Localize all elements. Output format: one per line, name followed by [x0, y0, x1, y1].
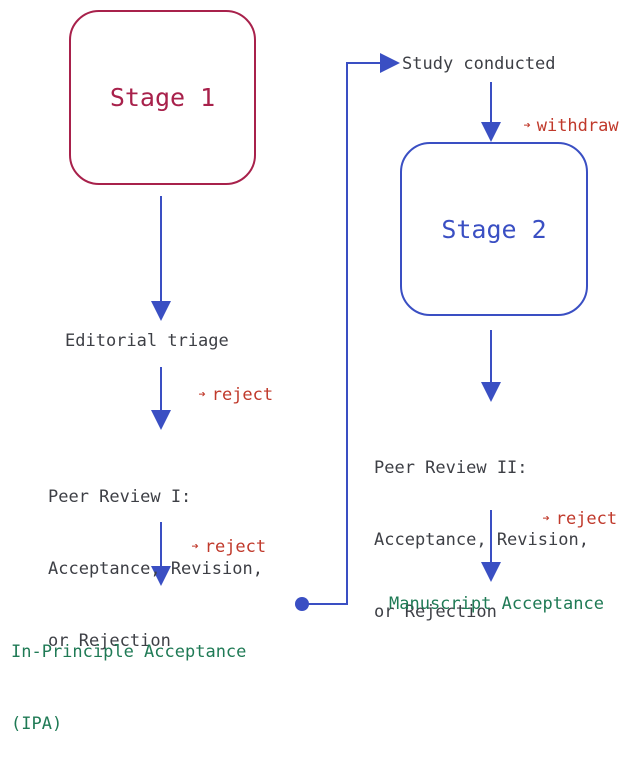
- stage-2-label: Stage 2: [441, 214, 547, 244]
- reject-review-1-label: reject: [204, 537, 267, 557]
- peer-review-2-line-3: or Rejection: [374, 602, 497, 622]
- small-arrow-icon: ➔: [542, 511, 550, 525]
- arrow-ipa-to-study: [302, 53, 400, 605]
- study-conducted-label: Study conducted: [402, 54, 556, 74]
- peer-review-2-label: Peer Review II: Acceptance, Revision, or…: [374, 408, 589, 648]
- small-arrow-icon: ➔: [191, 539, 199, 553]
- stage-2-box: Stage 2: [400, 142, 588, 316]
- reject-review-1: ➔ reject: [171, 510, 266, 559]
- peer-review-1-line-1: Peer Review I:: [48, 487, 192, 507]
- editorial-triage-label: Editorial triage: [65, 331, 229, 351]
- reject-review-2: ➔ reject: [522, 482, 617, 531]
- stage-1-label: Stage 1: [109, 83, 216, 112]
- manuscript-acceptance-label: Manuscript Acceptance: [389, 594, 604, 614]
- reject-review-2-label: reject: [555, 509, 618, 529]
- stage-1-box: Stage 1: [69, 10, 256, 185]
- small-arrow-icon: ➔: [523, 118, 531, 132]
- connector-layer: [151, 53, 501, 611]
- peer-review-1-line-3: or Rejection: [48, 631, 171, 651]
- withdraw: ➔ withdraw: [503, 89, 619, 138]
- small-arrow-icon: ➔: [198, 387, 206, 401]
- ipa-line-1: In-Principle Acceptance: [11, 642, 247, 662]
- peer-review-2-line-1: Peer Review II:: [374, 458, 528, 478]
- peer-review-1-label: Peer Review I: Acceptance, Revision, or …: [48, 437, 263, 677]
- ipa-label: In-Principle Acceptance (IPA): [11, 592, 246, 760]
- reject-triage-label: reject: [211, 385, 274, 405]
- peer-review-1-line-2: Acceptance, Revision,: [48, 559, 263, 579]
- peer-review-2-line-2: Acceptance, Revision,: [374, 530, 589, 550]
- reject-triage: ➔ reject: [178, 358, 273, 407]
- withdraw-label: withdraw: [536, 116, 619, 136]
- ipa-line-2: (IPA): [11, 714, 63, 734]
